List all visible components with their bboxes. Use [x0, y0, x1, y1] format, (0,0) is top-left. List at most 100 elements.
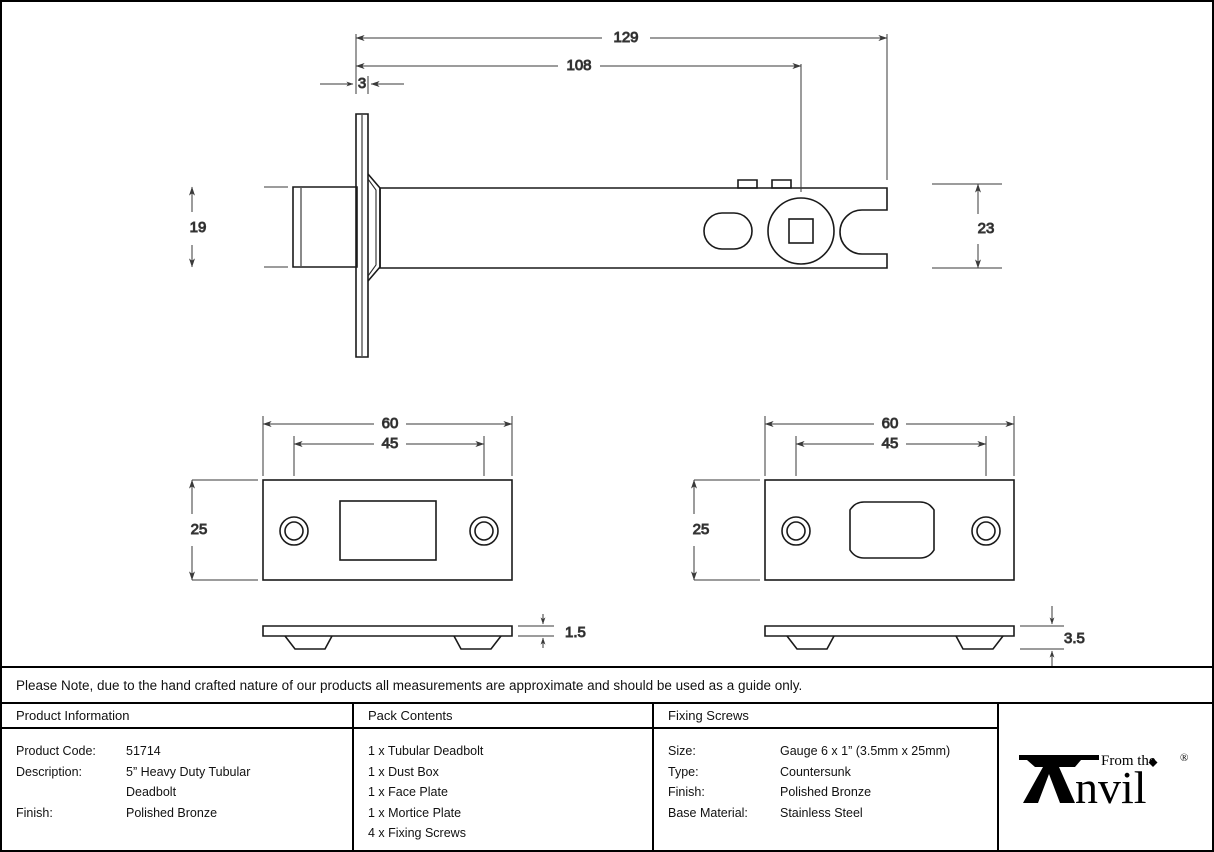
row-label: Size:: [668, 744, 696, 758]
list-item: 1 x Tubular Deadbolt: [368, 744, 484, 758]
specification-table: Product Information Product Code: 51714 …: [2, 704, 1212, 852]
dimension-45-right-label: 45: [882, 435, 899, 452]
dimension-19: 19: [189, 186, 288, 268]
table-row: Description: 5” Heavy Duty Tubular: [16, 762, 352, 783]
dimension-25-right-label: 25: [693, 521, 710, 538]
product-information-body: Product Code: 51714 Description: 5” Heav…: [2, 729, 352, 852]
note-text: Please Note, due to the hand crafted nat…: [16, 677, 803, 693]
pack-contents-body: 1 x Tubular Deadbolt 1 x Dust Box 1 x Fa…: [354, 729, 652, 852]
table-row: Base Material: Stainless Steel: [668, 803, 997, 824]
fixing-screws-header: Fixing Screws: [654, 704, 997, 729]
fixing-screws-column: Fixing Screws Size: Gauge 6 x 1” (3.5mm …: [654, 704, 999, 852]
row-value: Polished Bronze: [126, 805, 218, 820]
dimension-129-label: 129: [613, 29, 638, 46]
logo-from-the: From the: [1101, 753, 1156, 769]
mortice-plate-edge-view: [262, 625, 513, 650]
screw-hole-outer-left: [279, 516, 309, 546]
brand-logo-column: nvil From the ®: [999, 704, 1212, 852]
fixing-screws-body: Size: Gauge 6 x 1” (3.5mm x 25mm) Type: …: [654, 729, 997, 852]
drawing-area: 129 108 3: [2, 2, 1212, 666]
row-label: Finish:: [16, 805, 53, 820]
row-value: Countersunk: [780, 764, 851, 779]
screw-hole-inner-left: [284, 521, 304, 541]
case-tab-left: [737, 179, 758, 189]
registered-mark: ®: [1180, 752, 1188, 764]
screw-hole-outer-right: [469, 516, 499, 546]
mortice-plate-cutout: [339, 500, 437, 561]
row-value: Stainless Steel: [780, 805, 863, 820]
dimension-3-5: 3.5: [1020, 606, 1085, 666]
pack-contents-column: Pack Contents 1 x Tubular Deadbolt 1 x D…: [354, 704, 654, 852]
dimension-3-label: 3: [358, 75, 366, 92]
diamond-dot-icon: [1148, 758, 1157, 767]
dimension-60-right: 60: [764, 414, 1015, 476]
dimension-3-5-label: 3.5: [1064, 630, 1085, 647]
table-row: Size: Gauge 6 x 1” (3.5mm x 25mm): [668, 741, 997, 762]
dimension-60-right-label: 60: [882, 415, 899, 432]
dimension-25-left-label: 25: [191, 521, 208, 538]
row-label: Description:: [16, 764, 82, 779]
list-item: 4 x Fixing Screws: [368, 826, 466, 840]
deadbolt-elevation: 129 108 3: [189, 28, 1002, 358]
dimension-45-right: 45: [795, 434, 987, 476]
row-label: [16, 782, 126, 803]
row-value: 5” Heavy Duty Tubular: [126, 764, 251, 779]
oval-fixing-hole: [703, 212, 753, 250]
note-row: Please Note, due to the hand crafted nat…: [2, 666, 1212, 704]
lock-case-body: [379, 179, 888, 269]
face-plate-cutout: [849, 501, 935, 559]
dimension-129: 129: [355, 28, 888, 180]
table-row: Product Code: 51714: [16, 741, 352, 762]
spindle-hub: [767, 197, 835, 265]
product-information-header: Product Information: [2, 704, 352, 729]
row-label: Type:: [668, 764, 699, 779]
row-value: Deadbolt: [126, 785, 177, 799]
technical-drawing-svg: 129 108 3: [189, 28, 1085, 666]
list-item: 1 x Dust Box: [368, 764, 439, 779]
list-item: 1 x Mortice Plate: [368, 805, 462, 820]
row-value: Polished Bronze: [780, 785, 872, 799]
dimension-108: 108: [355, 56, 802, 192]
dimension-45-left: 45: [293, 434, 485, 476]
mortice-plate-view: 60 45 25: [189, 414, 586, 650]
table-row: Deadbolt: [16, 782, 352, 803]
square-spindle-hole: [788, 218, 814, 244]
face-plate-outline: [764, 479, 1015, 581]
logo-wordmark-tail: nvil: [1075, 762, 1147, 813]
row-value: Gauge 6 x 1” (3.5mm x 25mm): [780, 744, 951, 758]
row-label: Finish:: [668, 785, 705, 799]
from-the-anvil-logo: nvil From the ®: [1018, 752, 1188, 813]
face-plate-edge-view: [764, 625, 1015, 650]
table-row: Finish: Polished Bronze: [16, 803, 352, 824]
screw-hole-outer-left-2: [781, 516, 811, 546]
dimension-3: 3: [320, 72, 404, 94]
dimension-1-5-label: 1.5: [565, 624, 586, 641]
dimension-60-left-label: 60: [382, 415, 399, 432]
screw-hole-inner-right-2: [976, 521, 996, 541]
table-row: Type: Countersunk: [668, 762, 997, 783]
face-plate-view: 60 45 25: [691, 414, 1085, 666]
dimension-25-right: 25: [691, 479, 760, 581]
dimension-1-5: 1.5: [518, 614, 586, 648]
dimension-60-left: 60: [262, 414, 513, 476]
face-plate: [355, 113, 381, 358]
screw-hole-inner-left-2: [786, 521, 806, 541]
dimension-23-label: 23: [978, 220, 995, 237]
screw-hole-inner-right: [474, 521, 494, 541]
product-information-column: Product Information Product Code: 51714 …: [2, 704, 354, 852]
pack-contents-header: Pack Contents: [354, 704, 652, 729]
list-item: 1 x Face Plate: [368, 785, 448, 799]
dimension-19-label: 19: [190, 219, 207, 236]
dimension-45-left-label: 45: [382, 435, 399, 452]
table-row: Finish: Polished Bronze: [668, 782, 997, 803]
row-label: Base Material:: [668, 805, 748, 820]
row-value: 51714: [126, 744, 161, 758]
dimension-108-label: 108: [566, 57, 591, 74]
logo-cell: nvil From the ®: [999, 704, 1212, 852]
mortice-plate-outline: [262, 479, 513, 581]
case-tab-right: [771, 179, 792, 189]
screw-hole-outer-right-2: [971, 516, 1001, 546]
row-label: Product Code:: [16, 744, 96, 758]
bolt-throw: [292, 186, 358, 268]
